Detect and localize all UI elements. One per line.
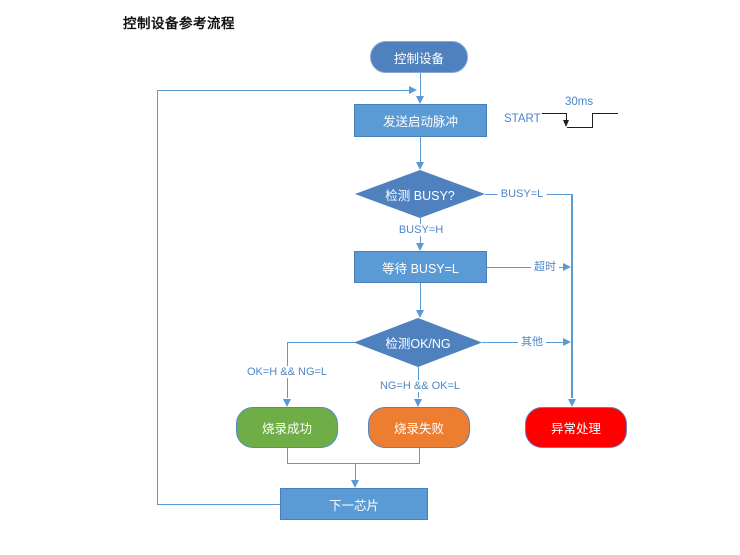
- connector: [156, 89, 410, 91]
- arrowhead-down-icon: [282, 399, 291, 407]
- connector: [419, 137, 421, 163]
- edge-label-busy-l: BUSY=L: [497, 188, 547, 200]
- edge-label-other: 其他: [518, 336, 546, 348]
- node-burn-fail: 烧录失败: [368, 407, 470, 448]
- connector: [354, 462, 356, 481]
- node-burn-success: 烧录成功: [236, 407, 338, 448]
- edge-label-busy-h: BUSY=H: [395, 224, 447, 236]
- waveform-rising-edge: [591, 112, 593, 128]
- connector: [419, 73, 421, 98]
- arrowhead-right-icon: [563, 262, 571, 271]
- node-wait-busy: 等待 BUSY=L: [354, 251, 487, 283]
- edge-label-ng-branch: NG=H && OK=L: [376, 380, 464, 392]
- connector: [286, 448, 288, 464]
- node-check-okng: 检测OK/NG: [354, 318, 482, 367]
- waveform-high-segment: [542, 112, 567, 114]
- arrowhead-down-icon: [350, 480, 359, 488]
- connector: [157, 503, 280, 505]
- node-check-busy: 检测 BUSY?: [355, 170, 485, 218]
- arrowhead-down-icon: [415, 310, 424, 318]
- waveform-start-label: START: [504, 113, 541, 125]
- connector: [487, 266, 563, 268]
- arrowhead-down-icon: [415, 162, 424, 170]
- connector: [418, 448, 420, 464]
- page-title: 控制设备参考流程: [123, 16, 235, 31]
- waveform-falling-edge: [566, 112, 568, 122]
- arrowhead-down-icon: [567, 399, 576, 407]
- arrowhead-right-icon: [563, 337, 571, 346]
- edge-label-timeout: 超时: [531, 261, 559, 273]
- waveform-arrow-down-icon: [563, 120, 570, 127]
- arrowhead-down-icon: [413, 399, 422, 407]
- node-next-chip: 下一芯片: [280, 488, 428, 520]
- arrowhead-down-icon: [415, 96, 424, 104]
- connector: [419, 283, 421, 311]
- connector: [286, 462, 420, 464]
- edge-label-ok-branch: OK=H && NG=L: [243, 366, 331, 378]
- arrowhead-right-icon: [409, 85, 417, 94]
- node-send-pulse: 发送启动脉冲: [354, 104, 487, 137]
- node-exception: 异常处理: [525, 407, 627, 448]
- connector: [156, 89, 158, 505]
- connector: [287, 341, 355, 343]
- waveform-high-segment: [591, 112, 618, 114]
- waveform-duration-label: 30ms: [565, 96, 594, 108]
- waveform-low-segment: [566, 126, 593, 128]
- arrowhead-down-icon: [415, 243, 424, 251]
- node-start: 控制设备: [370, 41, 468, 73]
- connector: [571, 193, 573, 398]
